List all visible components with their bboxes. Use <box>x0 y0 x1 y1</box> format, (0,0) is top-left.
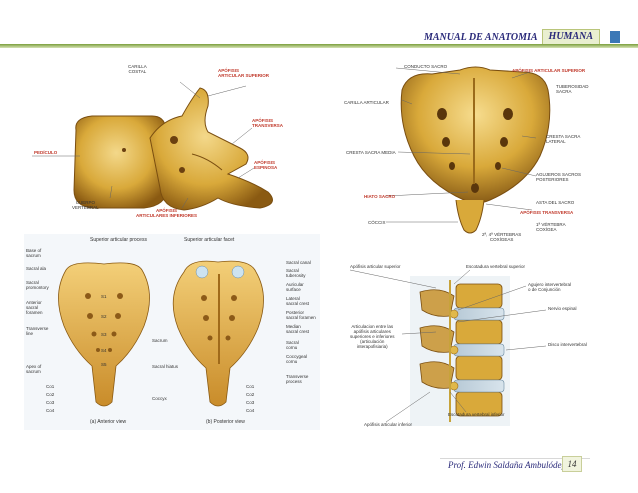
label-sacrum: Sacrum <box>152 338 168 343</box>
label-s5: S5 <box>101 362 107 367</box>
label-co4-posterior: Co4 <box>246 408 255 413</box>
label-agujero-intervertebral: Agujero intervertebral o de Conjunción <box>528 282 572 292</box>
header: MANUAL DE ANATOMIA HUMANA <box>420 29 600 45</box>
label-apex-of-sacrum: Apex of sacrum <box>26 364 42 374</box>
label-pediculo: PEDÍCULO <box>34 150 58 155</box>
document-title: MANUAL DE ANATOMIA <box>424 31 538 43</box>
label-apofisis-articular-superior-es: Apófisis articular superior <box>350 264 401 269</box>
label-superior-articular-process: Superior articular process <box>90 237 147 243</box>
label-co3: Co3 <box>46 400 55 405</box>
label-escotadura-vertebral-inferior: Escotadura vertebral inferior <box>448 412 505 417</box>
label-sacral-promontory: Sacral promontory <box>26 280 49 290</box>
label-s1: S1 <box>101 294 107 299</box>
label-superior-articular-facet: Superior articular facet <box>184 237 235 243</box>
label-articulacion-interapofisiaria: Articulacion entre las apófisis articula… <box>350 324 395 349</box>
label-escotadura-vertebral-superior: Escotadura vertebral superior <box>466 264 526 269</box>
sacrum-views-illustration <box>58 260 264 407</box>
label-lateral-sacral-crest: Lateral sacral crest <box>286 296 310 306</box>
label-vertebras-coxigeas: 2ª, 4ª VÉRTEBRAS COXÍGEAS <box>482 232 522 242</box>
label-apofisis-articular-inferior-es: Apófisis articular inferior <box>364 422 413 427</box>
label-s2: S2 <box>101 314 107 319</box>
label-sacral-tuberosity: Sacral tuberosity <box>286 268 306 278</box>
label-cuerpo-vertebral: CUERPO VERTEBRAL <box>72 200 99 210</box>
label-base-of-sacrum: Base of sacrum <box>26 248 42 258</box>
footer-author: Prof. Edwin Saldaña Ambulódegui <box>448 460 573 470</box>
label-sacral-hiatus: Sacral hiatus <box>152 364 179 369</box>
label-co2-posterior: Co2 <box>246 392 255 397</box>
header-rule <box>0 44 638 48</box>
label-sacral-cornu: Sacral cornu <box>286 340 299 350</box>
label-conducto-sacro: CONDUCTO SACRO <box>404 64 448 69</box>
label-hiato-sacro: HIATO SACRO <box>364 194 396 199</box>
label-median-sacral-crest: Median sacral crest <box>286 324 310 334</box>
label-sacral-canal: Sacral canal <box>286 260 311 265</box>
label-auricular-surface: Auricular surface <box>286 282 304 292</box>
label-apofisis-articular-superior: APÓFISIS ARTICULAR SUPERIOR <box>218 68 270 78</box>
figure-sacro-posterior: CONDUCTO SACRO APÓFISIS ARTICULAR SUPERI… <box>340 58 610 248</box>
label-nervio-espinal: Nervio espinal <box>548 306 577 311</box>
label-posterior-sacral-foramen: Posterior sacral foramen <box>286 310 316 320</box>
label-co1: Co1 <box>46 384 55 389</box>
label-s4: S4 <box>101 348 107 353</box>
label-co4: Co4 <box>46 408 55 413</box>
label-transverse-line: Transverse line <box>26 326 49 336</box>
label-apofisis-transversa-coccix: APÓFISIS TRANSVERSA <box>520 210 574 215</box>
label-coccix: CÓCCIX <box>368 220 386 225</box>
figure-sacrum-views: Superior articular process Superior arti… <box>24 234 320 430</box>
label-s3: S3 <box>101 332 107 337</box>
label-transverse-process: Transverse process <box>286 374 309 384</box>
label-coccygeal-cornu: Coccygeal cornu <box>286 354 308 364</box>
label-co1-posterior: Co1 <box>246 384 255 389</box>
label-cresta-sacra-lateral: CRESTA SACRA LATERAL <box>546 134 581 144</box>
sacro-illustration <box>385 66 551 234</box>
label-carilla-costal: CARILLA COSTAL <box>128 64 147 74</box>
footer-rule <box>440 458 590 471</box>
label-anterior-sacral-foramen: Anterior sacral foramen <box>26 300 43 315</box>
columna-illustration <box>349 269 547 426</box>
label-apofisis-articulares-inferiores: APÓFISIS ARTICULARES INFERIORES <box>136 208 198 218</box>
label-primera-vertebra-coxigea: 1ª VÉRTEBRA COXÍGEA <box>536 222 566 232</box>
page-number: 14 <box>562 456 582 472</box>
label-anterior-view: (a) Anterior view <box>90 419 127 425</box>
label-coccyx: Coccyx <box>152 396 167 401</box>
label-agujeros-sacros-posteriores: AGUJEROS SACROS POSTERIORES <box>536 172 582 182</box>
label-apofisis-articular-superior-sacro: APÓFISIS ARTICULAR SUPERIOR <box>512 68 586 73</box>
label-carilla-articular: CARILLA ARTICULAR <box>344 100 389 105</box>
label-apofisis-espinosa: APÓFISIS ESPINOSA <box>254 160 278 170</box>
label-sacral-ala: Sacral ala <box>26 266 47 271</box>
label-co3-posterior: Co3 <box>246 400 255 405</box>
label-apofisis-transversa: APÓFISIS TRANSVERSA <box>252 118 284 128</box>
figure-columna-lateral: Apófisis articular superior Escotadura v… <box>349 262 610 432</box>
figure-lumbar-vertebra: CARILLA COSTAL APÓFISIS ARTICULAR SUPERI… <box>32 58 322 226</box>
document-title-chip: HUMANA <box>541 29 600 45</box>
header-accent-square <box>610 31 620 43</box>
label-posterior-view: (b) Posterior view <box>206 419 245 425</box>
label-co2: Co2 <box>46 392 55 397</box>
label-asta-del-sacro: ASTA DEL SACRO <box>536 200 575 205</box>
label-tuberosidad-sacra: TUBEROSIDAD SACRA <box>556 84 589 94</box>
label-cresta-sacra-media: CRESTA SACRA MEDIA <box>346 150 396 155</box>
lumbar-vertebra-illustration <box>32 81 273 211</box>
label-disco-intervertebral: Disco intervertebral <box>548 342 587 347</box>
